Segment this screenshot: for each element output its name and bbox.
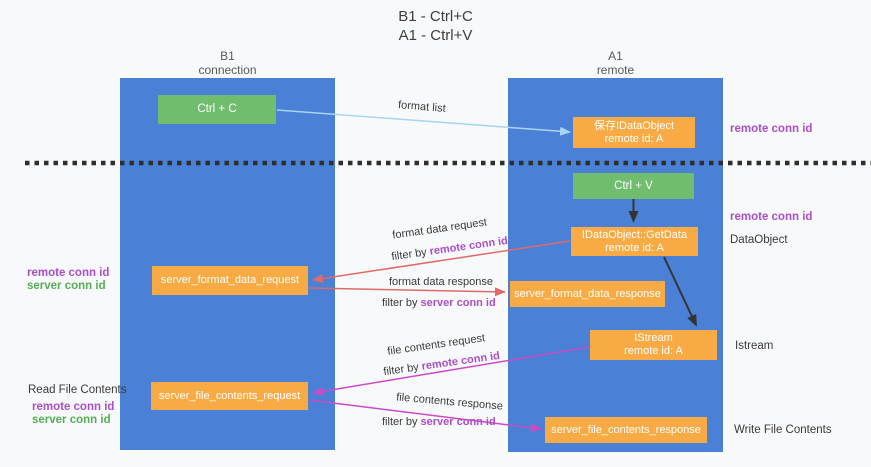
filter-by-text: filter by xyxy=(382,360,423,379)
server-conn-id-text: server conn id xyxy=(420,297,496,309)
ctrl-c-label: Ctrl + C xyxy=(197,103,237,115)
lane-a1-name: A1 xyxy=(608,49,623,63)
ctrl-c-box: Ctrl + C xyxy=(158,95,276,124)
lane-header-a1: A1 remote xyxy=(508,49,723,77)
left-remote-conn-id-top: remote conn id xyxy=(27,267,110,279)
diagram-title: B1 - Ctrl+C A1 - Ctrl+V xyxy=(0,7,871,45)
right-remote-conn-id-top: remote conn id xyxy=(730,123,813,135)
server-format-data-request-box: server_format_data_request xyxy=(152,266,308,295)
server-conn-id-text: server conn id xyxy=(420,416,496,428)
format-data-response-filter-label: filter by server conn id xyxy=(382,297,496,309)
format-list-label: format list xyxy=(397,99,447,115)
ctrl-v-label: Ctrl + V xyxy=(614,179,653,192)
lane-b1-subtitle: connection xyxy=(198,63,257,77)
right-dataobject-label: DataObject xyxy=(730,234,788,246)
filter-by-text: filter by xyxy=(390,245,431,264)
lane-a1-subtitle: remote xyxy=(596,63,635,77)
ctrl-v-box: Ctrl + V xyxy=(573,173,694,199)
getdata-line2: remote id: A xyxy=(605,241,664,254)
server-file-contents-request-label: server_file_contents_request xyxy=(158,389,301,402)
filter-by-text: filter by xyxy=(382,416,421,428)
getdata-box: IDataObject::GetData remote id: A xyxy=(571,227,698,256)
right-remote-conn-id-mid: remote conn id xyxy=(730,211,813,223)
left-server-conn-id-top: server conn id xyxy=(27,280,106,292)
format-data-response-arrow xyxy=(308,287,506,297)
left-read-file-contents-label: Read File Contents xyxy=(28,384,127,396)
server-file-contents-response-box: server_file_contents_response xyxy=(545,417,707,443)
istream-line2: remote id: A xyxy=(624,345,683,357)
server-file-contents-request-box: server_file_contents_request xyxy=(151,382,308,410)
istream-line1: IStream xyxy=(634,332,673,344)
server-format-data-response-label: server_format_data_response xyxy=(514,287,661,300)
left-server-conn-id-bottom: server conn id xyxy=(32,414,111,426)
title-line-a1: A1 - Ctrl+V xyxy=(398,27,473,44)
title-line-b1: B1 - Ctrl+C xyxy=(398,8,473,25)
right-write-file-contents-label: Write File Contents xyxy=(734,424,832,436)
format-data-response-label: format data response xyxy=(389,276,493,288)
left-remote-conn-id-bottom: remote conn id xyxy=(32,401,115,413)
right-istream-label: Istream xyxy=(735,340,774,352)
file-contents-response-filter-label: filter by server conn id xyxy=(382,416,496,428)
remote-conn-id-text: remote conn id xyxy=(428,234,509,258)
lane-header-b1: B1 connection xyxy=(120,49,335,77)
save-idataobject-box: 保存IDataObject remote id: A xyxy=(573,117,695,148)
server-file-contents-response-label: server_file_contents_response xyxy=(551,423,701,436)
istream-box: IStream remote id: A xyxy=(590,330,717,360)
filter-by-text: filter by xyxy=(382,297,421,309)
save-idataobject-line1: 保存IDataObject xyxy=(593,119,675,132)
save-idataobject-line2: remote id: A xyxy=(604,132,664,145)
format-data-request-label: format data request xyxy=(391,216,488,242)
server-format-data-response-box: server_format_data_response xyxy=(510,281,665,307)
getdata-line1: IDataObject::GetData xyxy=(581,228,688,241)
file-contents-response-label: file contents response xyxy=(395,391,504,413)
server-format-data-request-label: server_format_data_request xyxy=(160,274,300,286)
lane-b1-name: B1 xyxy=(220,49,235,63)
remote-conn-id-text: remote conn id xyxy=(420,349,501,373)
